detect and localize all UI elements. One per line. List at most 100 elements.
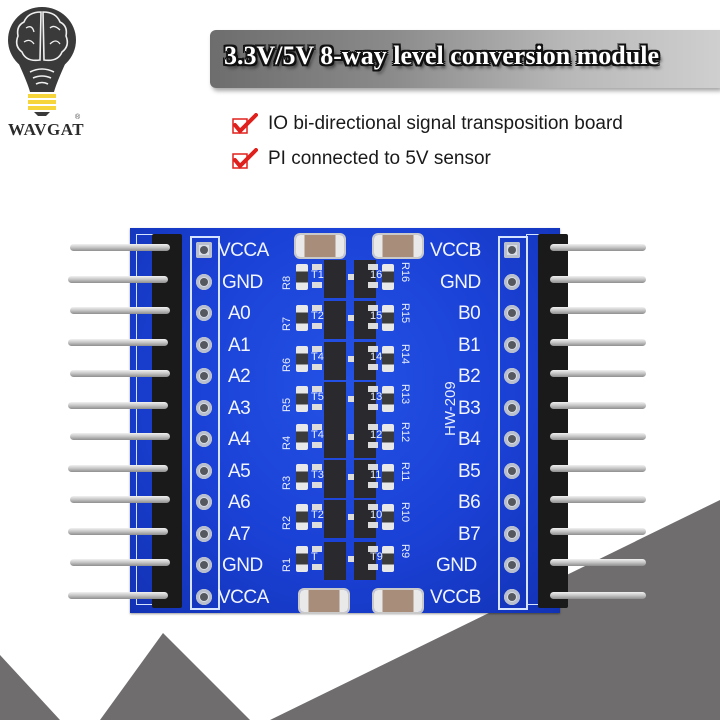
pin-label: B2	[458, 366, 481, 387]
pin-label: GND	[222, 555, 263, 576]
lead	[348, 356, 358, 362]
lead	[368, 386, 378, 392]
red-checkbox-icon	[232, 148, 258, 170]
resistor-label: R1	[281, 557, 293, 572]
pad-gnd[interactable]	[196, 274, 212, 290]
brand-name: WAVGAT	[8, 120, 85, 139]
resistor-label: R9	[399, 544, 411, 559]
resistor	[382, 264, 394, 290]
left-pad-frame	[190, 236, 220, 610]
pin-label: B3	[458, 398, 481, 419]
brand-logo: WAVGAT ®	[4, 4, 84, 139]
lead	[312, 424, 322, 430]
pad-b6[interactable]	[504, 494, 520, 510]
transistor	[324, 500, 346, 538]
lead	[368, 482, 378, 488]
capacitor	[374, 590, 422, 612]
pin-label: GND	[440, 272, 481, 293]
pad-a5[interactable]	[196, 463, 212, 479]
transistor-label: T4	[311, 429, 324, 441]
pad-vcca[interactable]	[196, 242, 212, 258]
transistor-label: 16	[370, 269, 383, 281]
lead	[312, 564, 322, 570]
lead	[312, 504, 322, 510]
lead	[368, 464, 378, 470]
pad-gnd[interactable]	[504, 557, 520, 573]
lead	[348, 514, 358, 520]
pad-gnd[interactable]	[504, 274, 520, 290]
transistor-label: T4	[311, 351, 324, 363]
pin-label: A0	[228, 303, 251, 324]
lead	[312, 282, 322, 288]
resistor-label: R11	[399, 462, 411, 482]
left-pin-header	[152, 234, 182, 608]
pad-gnd[interactable]	[196, 557, 212, 573]
title-banner: 3.3V/5V 8-way level conversion module	[210, 30, 720, 88]
pad-a4[interactable]	[196, 431, 212, 447]
pad-a2[interactable]	[196, 368, 212, 384]
lightbulb-brain-icon	[8, 7, 76, 116]
banner-title: 3.3V/5V 8-way level conversion module	[224, 41, 659, 70]
lead	[368, 504, 378, 510]
pad-vccb[interactable]	[504, 589, 520, 605]
capacitor	[296, 235, 344, 257]
pin-label: B1	[458, 335, 481, 356]
transistor-label: T	[311, 551, 318, 563]
pad-a3[interactable]	[196, 400, 212, 416]
resistor	[296, 264, 308, 290]
feature-text: IO bi-directional signal transposition b…	[268, 113, 623, 134]
lead	[312, 442, 322, 448]
lead	[312, 464, 322, 470]
transistor-label: T2	[311, 509, 324, 521]
pad-b7[interactable]	[504, 526, 520, 542]
transistor	[324, 342, 346, 380]
lead	[368, 323, 378, 329]
pad-b1[interactable]	[504, 337, 520, 353]
capacitor	[374, 235, 422, 257]
pin-label: A2	[228, 366, 251, 387]
lead	[368, 404, 378, 410]
resistor	[382, 424, 394, 450]
pin-label: VCCA	[218, 240, 269, 261]
pad-a7[interactable]	[196, 526, 212, 542]
pad-b3[interactable]	[504, 400, 520, 416]
pad-vccb[interactable]	[504, 242, 520, 258]
pad-b5[interactable]	[504, 463, 520, 479]
transistor	[324, 460, 346, 498]
transistor-label: T1	[311, 269, 324, 281]
pad-a6[interactable]	[196, 494, 212, 510]
pad-b2[interactable]	[504, 368, 520, 384]
transistor-label: 10	[370, 509, 383, 521]
resistor-label: R7	[281, 316, 293, 331]
pad-a1[interactable]	[196, 337, 212, 353]
right-pin-header	[538, 234, 568, 608]
feature-item: IO bi-directional signal transposition b…	[232, 111, 623, 137]
lead	[312, 546, 322, 552]
lead	[368, 364, 378, 370]
lead	[312, 522, 322, 528]
resistor-label: R10	[399, 502, 411, 523]
lead	[312, 482, 322, 488]
pin-label: VCCB	[430, 587, 481, 608]
pad-b0[interactable]	[504, 305, 520, 321]
pin-label: A4	[228, 429, 251, 450]
lead	[312, 346, 322, 352]
lead	[368, 546, 378, 552]
resistor	[296, 346, 308, 372]
pin-label: VCCB	[430, 240, 481, 261]
lead	[348, 434, 358, 440]
pad-b4[interactable]	[504, 431, 520, 447]
resistor-label: R2	[281, 515, 293, 530]
pad-a0[interactable]	[196, 305, 212, 321]
lead	[312, 323, 322, 329]
resistor	[382, 305, 394, 331]
lead	[368, 346, 378, 352]
pad-vcca[interactable]	[196, 589, 212, 605]
pin-label: A3	[228, 398, 251, 419]
transistor	[324, 382, 346, 420]
transistor	[324, 542, 346, 580]
resistor	[382, 464, 394, 490]
resistor	[296, 424, 308, 450]
resistor	[382, 386, 394, 412]
resistor-label: R16	[399, 262, 411, 283]
